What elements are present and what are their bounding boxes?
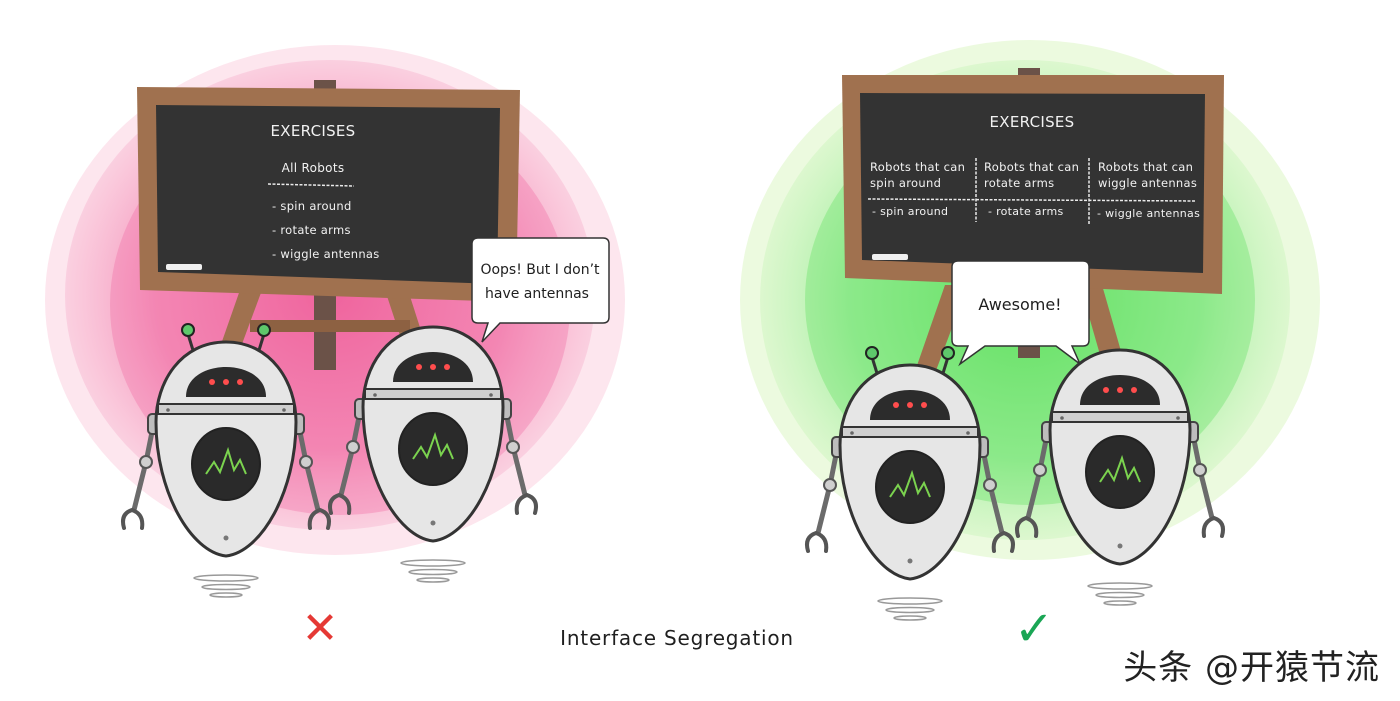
right-col3-item: - wiggle antennas [1097,207,1200,220]
left-board-item-1: - spin around [272,199,352,213]
right-col1-header-line2: spin around [870,176,941,190]
cross-icon: ✕ [302,603,339,654]
chalkboard-left: EXERCISES All Robots - spin around - rot… [137,87,520,302]
left-board-item-3: - wiggle antennas [272,247,380,261]
right-col3-header-line1: Robots that can [1098,160,1193,174]
checkmark-icon: ✓ [1014,601,1054,657]
right-col2-header-line1: Robots that can [984,160,1079,174]
right-board-title: EXERCISES [989,113,1074,131]
watermark: 头条 @开猿节流 [1123,648,1380,688]
speech-left-line-2: have antennas [485,286,589,302]
right-col1-header-line1: Robots that can [870,160,965,174]
left-panel: EXERCISES All Robots - spin around - rot… [45,45,625,597]
speech-right-text: Awesome! [978,295,1061,314]
left-board-title: EXERCISES [270,122,355,140]
speech-bubble-left: Oops! But I don’t have antennas [471,237,610,343]
caption: Interface Segregation [560,626,794,650]
right-col3-header-line2: wiggle antennas [1098,176,1197,190]
right-panel: EXERCISES Robots that can spin around Ro… [740,40,1320,620]
left-board-item-2: - rotate arms [272,223,351,237]
speech-bubble-right: Awesome! [951,260,1090,367]
right-col2-header-line2: rotate arms [984,176,1054,190]
chalkboard-right: EXERCISES Robots that can spin around Ro… [842,75,1224,294]
left-board-heading: All Robots [282,161,345,175]
right-col2-item: - rotate arms [988,205,1064,218]
speech-left-line-1: Oops! But I don’t [480,262,600,278]
right-col1-item: - spin around [872,205,948,218]
